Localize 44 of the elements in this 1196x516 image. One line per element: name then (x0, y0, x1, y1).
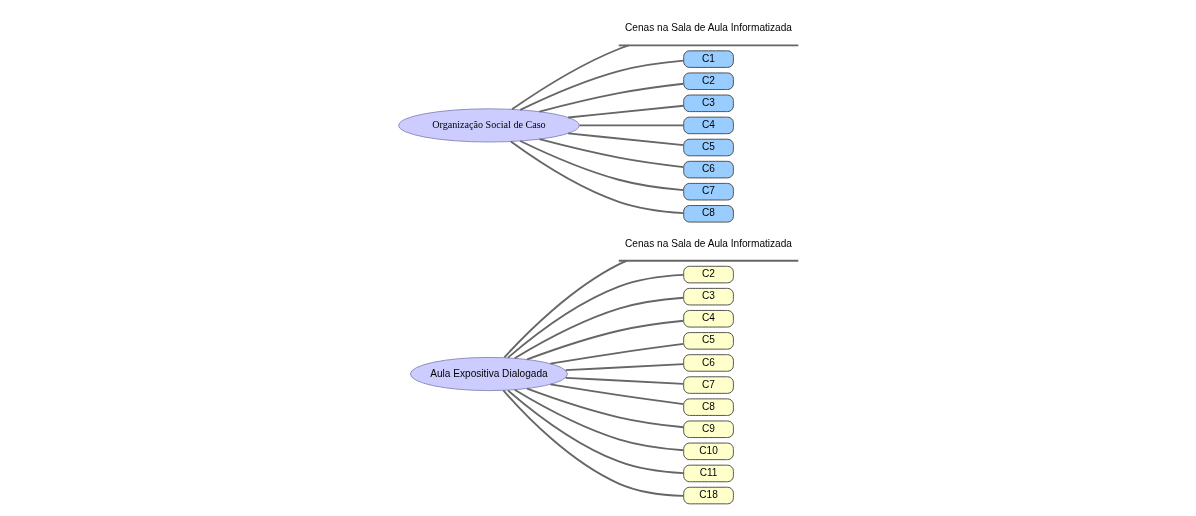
connector (564, 363, 684, 372)
connector (510, 44, 630, 111)
connector (513, 388, 684, 452)
connector (513, 296, 684, 360)
node-box: C7 (682, 376, 734, 394)
connector (501, 389, 685, 497)
connector (525, 387, 685, 429)
node-box: C10 (682, 442, 734, 461)
connector (502, 259, 628, 359)
connector (518, 140, 684, 192)
node-box: C11 (682, 464, 734, 483)
node-box: C6 (682, 160, 734, 179)
node-box: C7 (682, 182, 734, 201)
connector (506, 389, 684, 475)
connector (549, 383, 684, 405)
node-box: C5 (682, 138, 734, 157)
connector (525, 319, 685, 361)
node-box: C3 (682, 287, 734, 306)
node-box: C6 (682, 354, 734, 372)
connector (538, 82, 684, 113)
connector (538, 138, 684, 168)
connector (549, 343, 684, 365)
node-box: C4 (682, 310, 734, 328)
connector (518, 59, 684, 111)
node-box: C8 (682, 205, 734, 223)
connector (506, 273, 684, 359)
connector (566, 104, 684, 119)
node-box: C2 (682, 72, 734, 90)
node-box: C3 (682, 94, 734, 113)
node-box: C18 (682, 486, 734, 505)
connector (564, 376, 684, 385)
node-box: C2 (682, 265, 734, 284)
node-box: C8 (682, 398, 734, 416)
node-ellipse: Aula Expositiva Dialogada (409, 357, 568, 392)
connector (509, 140, 685, 215)
connector (566, 132, 684, 146)
node-box: C4 (682, 116, 734, 135)
node-text: Cenas na Sala de Aula Informatizada (624, 22, 792, 34)
node-box: C5 (682, 332, 734, 350)
node-text: Cenas na Sala de Aula Informatizada (624, 237, 792, 249)
node-ellipse: Organização Social de Caso (397, 108, 580, 143)
node-box: C9 (682, 420, 734, 438)
connector (577, 124, 684, 127)
node-box: C1 (682, 50, 734, 68)
